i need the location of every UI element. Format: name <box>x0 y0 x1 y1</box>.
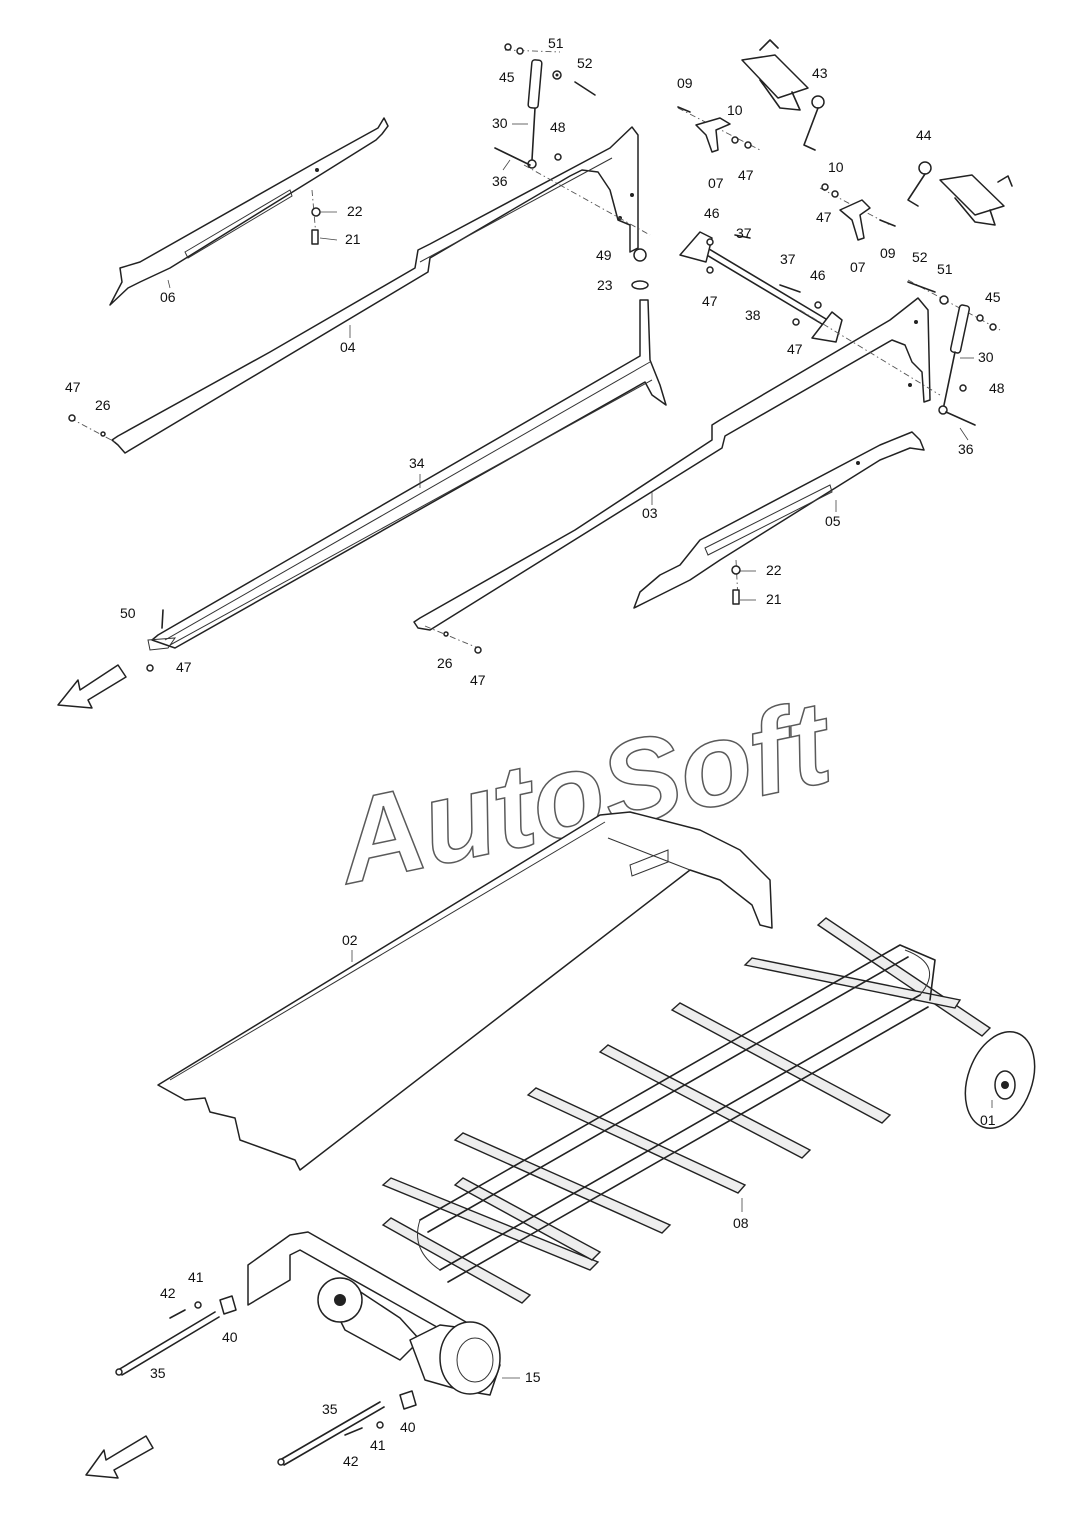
callout-label-37: 37 <box>736 225 752 241</box>
part-07-bracket-lower <box>839 199 871 241</box>
callout-label-26: 26 <box>95 397 111 413</box>
callout-label-26: 26 <box>437 655 453 671</box>
callout-label-21: 21 <box>345 231 361 247</box>
callout-label-03: 03 <box>642 505 658 521</box>
part-08-chain-conveyor <box>381 917 992 1304</box>
callout-label-41: 41 <box>370 1437 386 1453</box>
callout-label-30: 30 <box>492 115 508 131</box>
callout-label-52: 52 <box>912 249 928 265</box>
callout-leader-21 <box>319 237 338 241</box>
part-35-rod-upper <box>115 1295 237 1376</box>
callout-label-42: 42 <box>160 1285 176 1301</box>
callout-label-36: 36 <box>958 441 974 457</box>
callout-label-34: 34 <box>409 455 425 471</box>
callout-label-43: 43 <box>812 65 828 81</box>
callout-label-21: 21 <box>766 591 782 607</box>
part-30-gas-strut-left <box>527 59 543 169</box>
callout-label-01: 01 <box>980 1112 996 1128</box>
callout-label-40: 40 <box>400 1419 416 1435</box>
callout-label-51: 51 <box>548 35 564 51</box>
callout-label-23: 23 <box>597 277 613 293</box>
callout-label-38: 38 <box>745 307 761 323</box>
callout-label-09: 09 <box>677 75 693 91</box>
callout-label-30: 30 <box>978 349 994 365</box>
callout-label-10: 10 <box>727 102 743 118</box>
callout-label-07: 07 <box>708 175 724 191</box>
hardware-fasteners <box>68 43 997 672</box>
callout-label-47: 47 <box>65 379 81 395</box>
callout-leader-06 <box>167 279 171 289</box>
callout-label-45: 45 <box>499 69 515 85</box>
callout-label-50: 50 <box>120 605 136 621</box>
callout-leader-36 <box>959 427 969 441</box>
callout-label-44: 44 <box>916 127 932 143</box>
part-43-crank-handle <box>741 39 825 151</box>
callout-label-47: 47 <box>816 209 832 225</box>
callout-label-22: 22 <box>347 203 363 219</box>
callout-label-22: 22 <box>766 562 782 578</box>
callout-label-46: 46 <box>704 205 720 221</box>
part-38-shaft <box>679 231 843 343</box>
part-01-roller-disc <box>964 1031 1036 1129</box>
part-15-drive-motor <box>247 1231 501 1396</box>
callout-label-45: 45 <box>985 289 1001 305</box>
part-04-left-rail <box>111 126 639 454</box>
callout-label-10: 10 <box>828 159 844 175</box>
callout-label-47: 47 <box>470 672 486 688</box>
callout-leader-36 <box>502 159 511 171</box>
callout-label-42: 42 <box>343 1453 359 1469</box>
callout-label-40: 40 <box>222 1329 238 1345</box>
callout-label-46: 46 <box>810 267 826 283</box>
part-35-rod-lower <box>277 1390 417 1466</box>
callout-label-52: 52 <box>577 55 593 71</box>
callout-label-47: 47 <box>702 293 718 309</box>
callout-label-49: 49 <box>596 247 612 263</box>
callout-label-48: 48 <box>550 119 566 135</box>
conveyor-chains <box>417 944 936 1283</box>
callout-label-51: 51 <box>937 261 953 277</box>
direction-arrow-lower <box>85 1435 154 1479</box>
callout-label-41: 41 <box>188 1269 204 1285</box>
callout-label-04: 04 <box>340 339 356 355</box>
part-30-gas-strut-right <box>938 304 971 415</box>
part-05-right-guide <box>633 431 925 609</box>
callout-label-35: 35 <box>150 1365 166 1381</box>
callout-label-47: 47 <box>787 341 803 357</box>
part-06-left-guide <box>109 117 389 306</box>
callout-labels: 45 51 52 30 48 36 09 10 07 47 43 44 10 47 07 09 22 21 06 46… <box>65 35 1005 1469</box>
part-07-bracket-upper <box>695 117 731 153</box>
part-44-crank-handle <box>907 161 1013 226</box>
callout-label-09: 09 <box>880 245 896 261</box>
callout-label-47: 47 <box>176 659 192 675</box>
callout-label-35: 35 <box>322 1401 338 1417</box>
callout-label-06: 06 <box>160 289 176 305</box>
callout-label-47: 47 <box>738 167 754 183</box>
callout-label-02: 02 <box>342 932 358 948</box>
callout-label-37: 37 <box>780 251 796 267</box>
part-03-right-rail <box>413 297 931 631</box>
callout-label-05: 05 <box>825 513 841 529</box>
callout-label-07: 07 <box>850 259 866 275</box>
part-34-channel <box>147 299 667 651</box>
callout-label-15: 15 <box>525 1369 541 1385</box>
callout-label-48: 48 <box>989 380 1005 396</box>
callout-label-08: 08 <box>733 1215 749 1231</box>
callout-label-36: 36 <box>492 173 508 189</box>
direction-arrow-upper <box>57 664 127 709</box>
part-02-cover <box>157 811 773 1171</box>
